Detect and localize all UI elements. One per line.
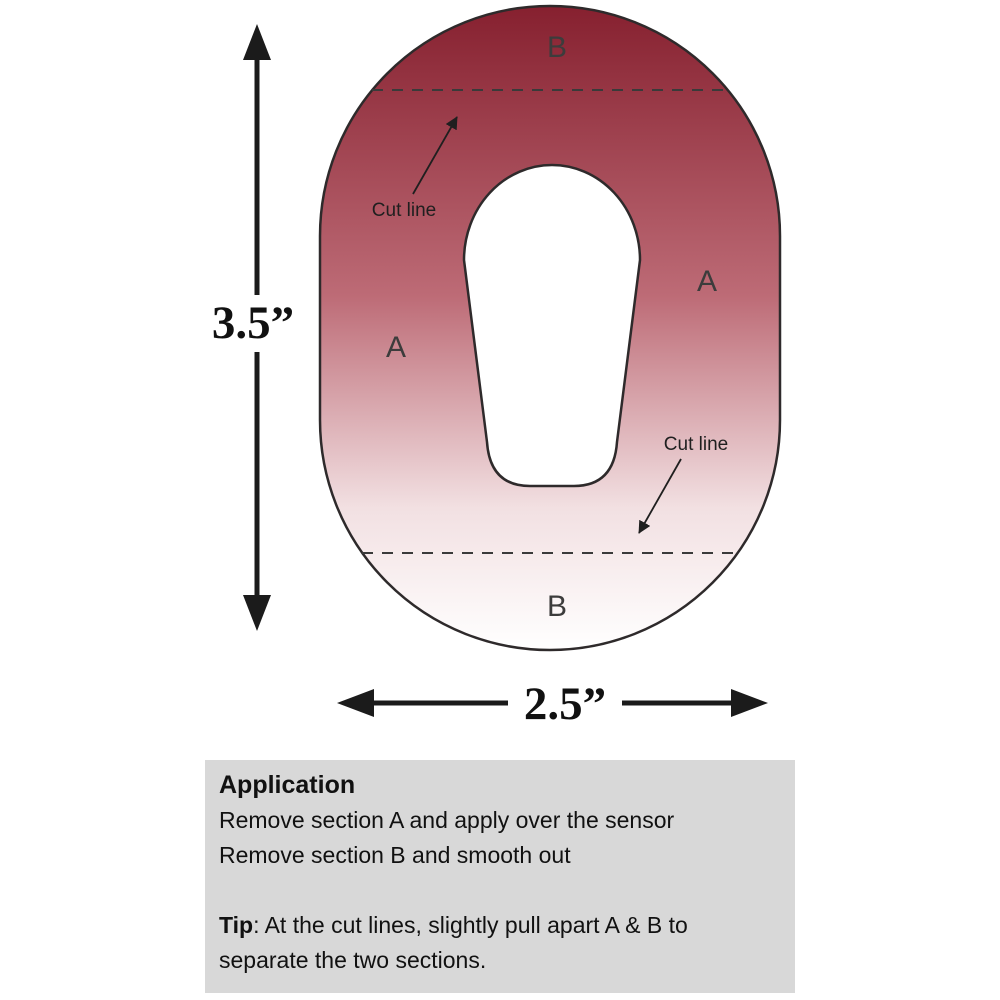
section-label-a-left: A — [386, 331, 406, 364]
instructions-line-1: Remove section A and apply over the sens… — [219, 807, 675, 833]
height-dimension-label: 3.5” — [212, 297, 294, 349]
height-dimension-arrow — [243, 24, 271, 631]
section-label-b-top: B — [547, 31, 567, 64]
cut-line-top-arrow — [412, 116, 458, 195]
section-label-b-bottom: B — [547, 590, 567, 623]
instructions-tip-body: : At the cut lines, slightly pull apart … — [219, 912, 688, 973]
width-dimension-label: 2.5” — [524, 678, 606, 730]
section-label-a-right: A — [697, 265, 717, 298]
diagram-canvas: Cut line Cut line B A A B 3.5” 2.5” — [212, 4, 782, 730]
instructions-tip-label: Tip — [219, 912, 254, 938]
instructions-title: Application — [219, 771, 356, 799]
instructions-line-2: Remove section B and smooth out — [219, 842, 571, 868]
cut-line-bottom-arrow — [638, 458, 682, 534]
instructions-spacer — [219, 873, 781, 908]
width-dimension-arrow — [337, 689, 768, 717]
instructions-panel: Application Remove section A and apply o… — [205, 760, 795, 993]
cut-line-top-label: Cut line — [372, 200, 436, 221]
instructions-tip: Tip: At the cut lines, slightly pull apa… — [219, 908, 781, 978]
cut-line-bottom-label: Cut line — [664, 434, 728, 455]
